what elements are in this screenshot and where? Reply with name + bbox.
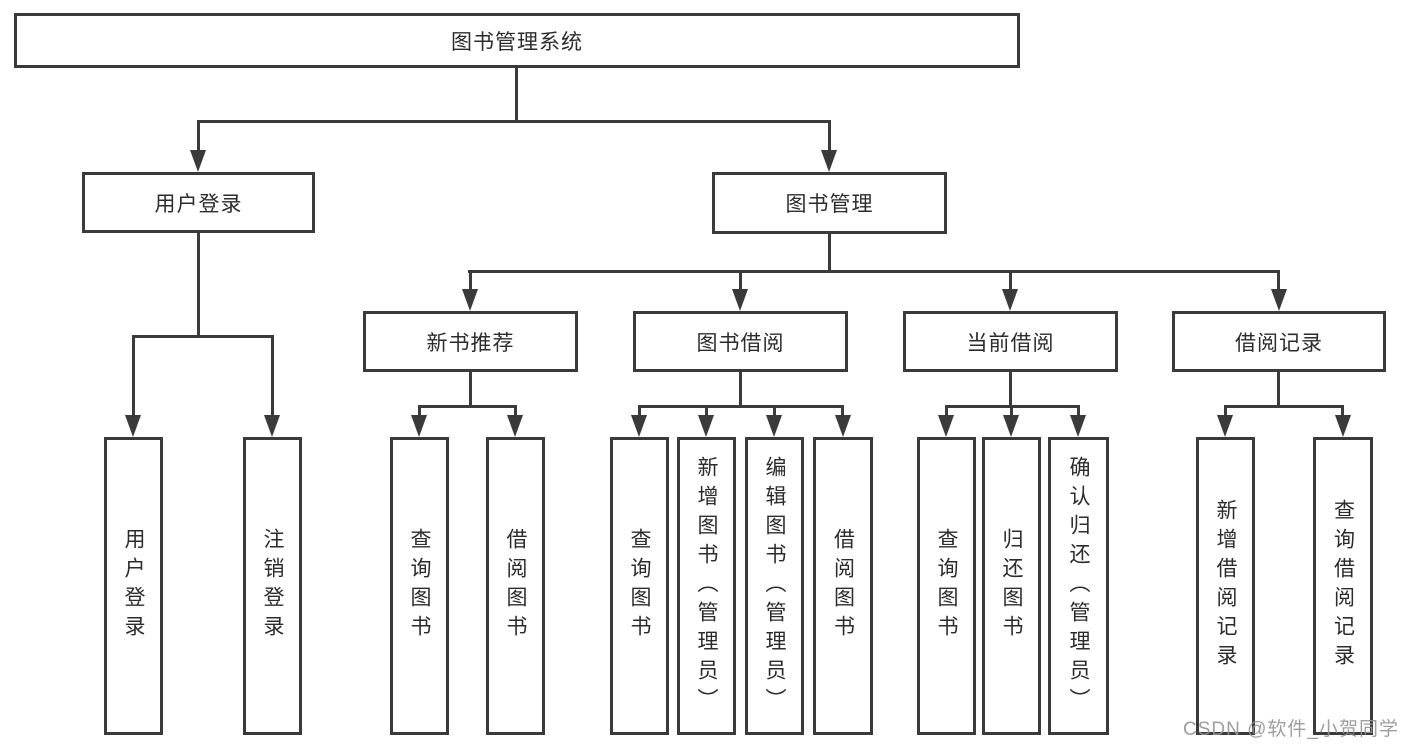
connector-drop: [638, 405, 641, 417]
connector-drop: [773, 405, 776, 417]
connector-rail: [1224, 405, 1343, 408]
connector-drop: [514, 405, 517, 417]
connector-stem: [739, 372, 742, 408]
connector-rail: [418, 405, 516, 408]
leaf-add-borrow-record: 新增借阅记录: [1196, 437, 1255, 735]
connector-stem: [1009, 372, 1012, 408]
arrow-down-icon: [821, 150, 837, 172]
node-book-borrowing: 图书借阅: [633, 311, 848, 372]
node-label: 图书管理系统: [451, 30, 583, 54]
connector-stem: [515, 68, 518, 123]
node-label: 新增图书（管理员）: [695, 455, 718, 717]
connector-drop: [828, 120, 831, 153]
node-label: 用户登录: [122, 528, 145, 644]
arrow-down-icon: [125, 415, 141, 437]
connector-drop: [418, 405, 421, 417]
node-label: 确认归还（管理员）: [1067, 455, 1090, 717]
node-borrow-records: 借阅记录: [1172, 311, 1386, 372]
node-label: 借阅图书: [831, 528, 855, 644]
node-user-login: 用户登录: [82, 172, 315, 233]
connector-stem: [469, 372, 472, 408]
connector-drop: [945, 405, 948, 417]
arrow-down-icon: [1070, 415, 1086, 437]
arrow-down-icon: [264, 415, 280, 437]
leaf-borrow-books: 借阅图书: [486, 437, 545, 735]
node-label: 注销登录: [261, 528, 284, 644]
connector-drop: [1010, 405, 1013, 417]
node-current-borrowing: 当前借阅: [903, 311, 1118, 372]
connector-stem: [828, 234, 831, 272]
arrow-down-icon: [1003, 415, 1019, 437]
connector-rail: [132, 335, 274, 338]
arrow-down-icon: [1002, 289, 1018, 311]
connector-drop: [197, 120, 200, 153]
arrow-down-icon: [835, 415, 851, 437]
node-label: 借阅记录: [1235, 331, 1323, 355]
node-label: 新增借阅记录: [1214, 499, 1237, 673]
connector-rail: [468, 270, 1280, 273]
arrow-down-icon: [1217, 415, 1233, 437]
node-book-management: 图书管理: [712, 172, 947, 234]
node-new-book-recommend: 新书推荐: [363, 311, 578, 372]
node-label: 图书管理: [785, 193, 874, 216]
node-label: 新书推荐: [426, 331, 515, 355]
leaf-query-books: 查询图书: [610, 437, 669, 735]
leaf-query-borrow-record: 查询借阅记录: [1313, 437, 1373, 735]
arrow-down-icon: [766, 415, 782, 437]
connector-rail: [638, 405, 844, 408]
arrow-down-icon: [1335, 415, 1351, 437]
node-label: 查询图书: [408, 528, 431, 644]
leaf-user-login: 用户登录: [104, 437, 163, 735]
arrow-down-icon: [507, 415, 523, 437]
csdn-watermark: CSDN @软件_小贺同学: [1183, 719, 1399, 740]
leaf-confirm-return-admin: 确认归还（管理员）: [1048, 437, 1109, 735]
connector-drop: [705, 405, 708, 417]
node-label: 图书借阅: [696, 331, 785, 355]
connector-drop: [1077, 405, 1080, 417]
connector-drop: [132, 335, 135, 417]
arrow-down-icon: [190, 150, 206, 172]
leaf-edit-books-admin: 编辑图书（管理员）: [745, 437, 804, 735]
node-library-management-system: 图书管理系统: [14, 13, 1020, 68]
arrow-down-icon: [732, 289, 748, 311]
leaf-query-books: 查询图书: [917, 437, 976, 735]
node-label: 查询借阅记录: [1331, 499, 1355, 673]
arrow-down-icon: [1271, 289, 1287, 311]
connector-rail: [197, 120, 831, 123]
connector-drop: [841, 405, 844, 417]
node-label: 编辑图书（管理员）: [763, 455, 786, 717]
node-label: 用户登录: [154, 192, 243, 216]
node-label: 借阅图书: [504, 528, 527, 644]
arrow-down-icon: [462, 289, 478, 311]
connector-drop: [271, 335, 274, 417]
node-label: 归还图书: [1000, 528, 1023, 644]
connector-drop: [1277, 270, 1280, 291]
node-label: 当前借阅: [966, 331, 1055, 355]
connector-drop: [1341, 405, 1344, 417]
leaf-add-books-admin: 新增图书（管理员）: [677, 437, 736, 735]
node-label: 查询图书: [628, 528, 651, 644]
arrow-down-icon: [411, 415, 427, 437]
connector-drop: [469, 270, 472, 291]
connector-drop: [739, 270, 742, 291]
connector-drop: [1009, 270, 1012, 291]
arrow-down-icon: [698, 415, 714, 437]
connector-stem: [1277, 372, 1280, 408]
leaf-return-books: 归还图书: [982, 437, 1041, 735]
leaf-borrow-books: 借阅图书: [813, 437, 873, 735]
connector-stem: [197, 233, 200, 337]
arrow-down-icon: [938, 415, 954, 437]
node-label: 查询图书: [935, 528, 958, 644]
leaf-query-books: 查询图书: [390, 437, 449, 735]
leaf-logout: 注销登录: [243, 437, 302, 735]
arrow-down-icon: [631, 415, 647, 437]
connector-drop: [1224, 405, 1227, 417]
